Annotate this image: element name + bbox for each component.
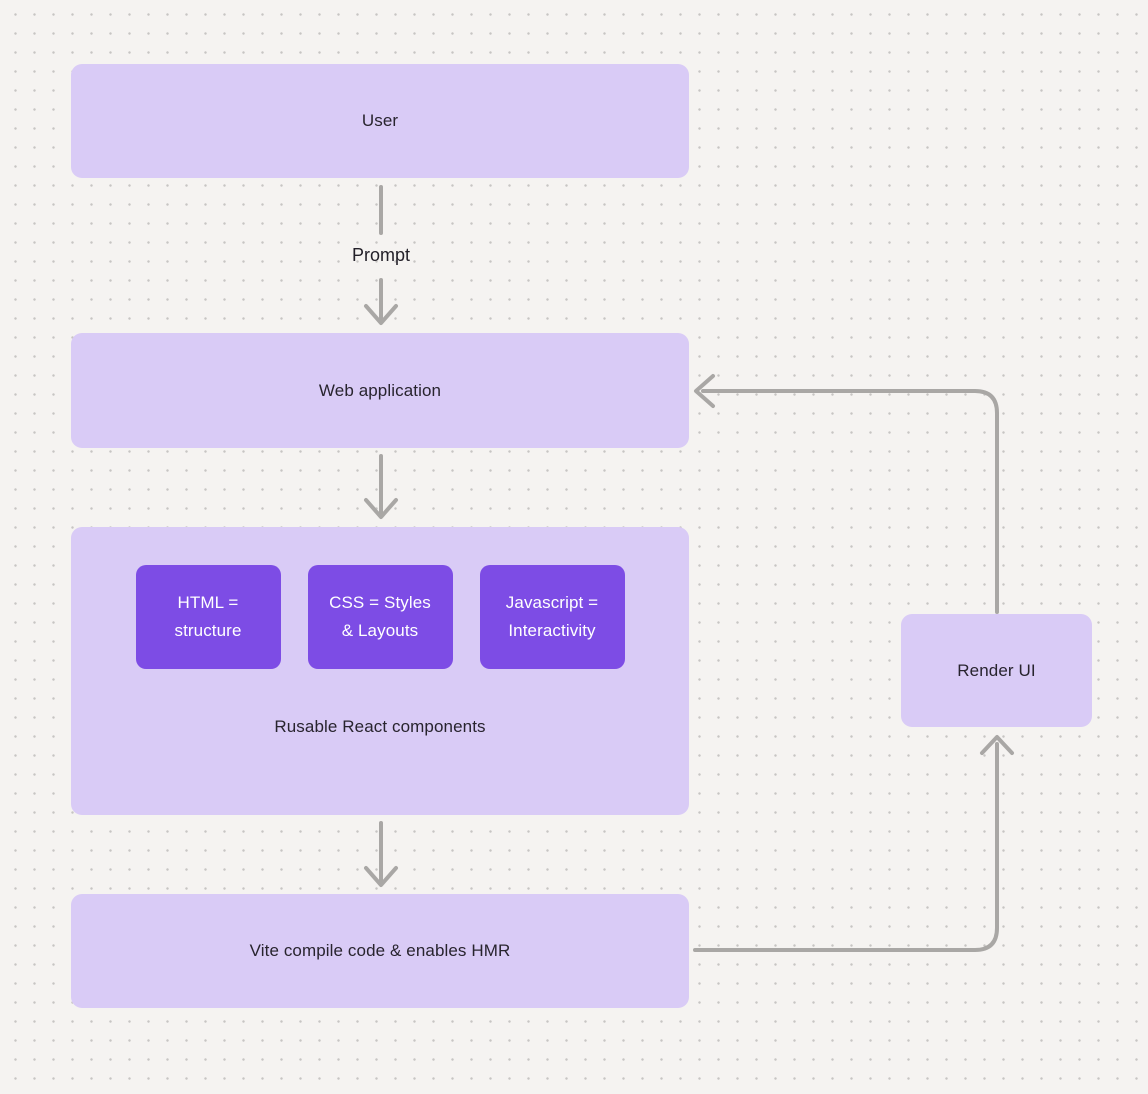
chip-javascript[interactable]: Javascript = Interactivity xyxy=(479,565,625,669)
chip-javascript-line1: Javascript = xyxy=(505,593,599,612)
node-vite[interactable]: Vite compile code & enables HMR xyxy=(71,894,689,1008)
edge-user-to-web[interactable] xyxy=(364,185,398,325)
chip-css[interactable]: CSS = Styles & Layouts xyxy=(307,565,453,669)
chip-javascript-line2: Interactivity xyxy=(508,621,596,640)
chip-html-line1: HTML = xyxy=(177,593,239,612)
edge-render-to-web[interactable] xyxy=(694,374,999,614)
node-user[interactable]: User xyxy=(71,64,689,178)
node-render-ui[interactable]: Render UI xyxy=(901,614,1092,727)
node-render-ui-label: Render UI xyxy=(957,660,1036,680)
chip-html-line2: structure xyxy=(174,621,242,640)
edge-label-prompt: Prompt xyxy=(351,245,411,265)
node-web-application-label: Web application xyxy=(318,380,442,400)
edge-components-to-vite[interactable] xyxy=(364,821,398,887)
chip-css-line2: & Layouts xyxy=(341,621,419,640)
chips-row: HTML = structure CSS = Styles & Layouts … xyxy=(135,565,625,669)
edge-vite-to-render[interactable] xyxy=(693,735,1014,952)
edge-web-to-components[interactable] xyxy=(364,454,398,519)
chip-html[interactable]: HTML = structure xyxy=(135,565,281,669)
node-components-label: Rusable React components xyxy=(274,717,486,736)
chip-css-line1: CSS = Styles xyxy=(329,593,431,612)
node-web-application[interactable]: Web application xyxy=(71,333,689,448)
node-vite-label: Vite compile code & enables HMR xyxy=(249,941,511,960)
node-user-label: User xyxy=(361,111,399,130)
node-components-container[interactable]: HTML = structure CSS = Styles & Layouts … xyxy=(71,527,689,815)
